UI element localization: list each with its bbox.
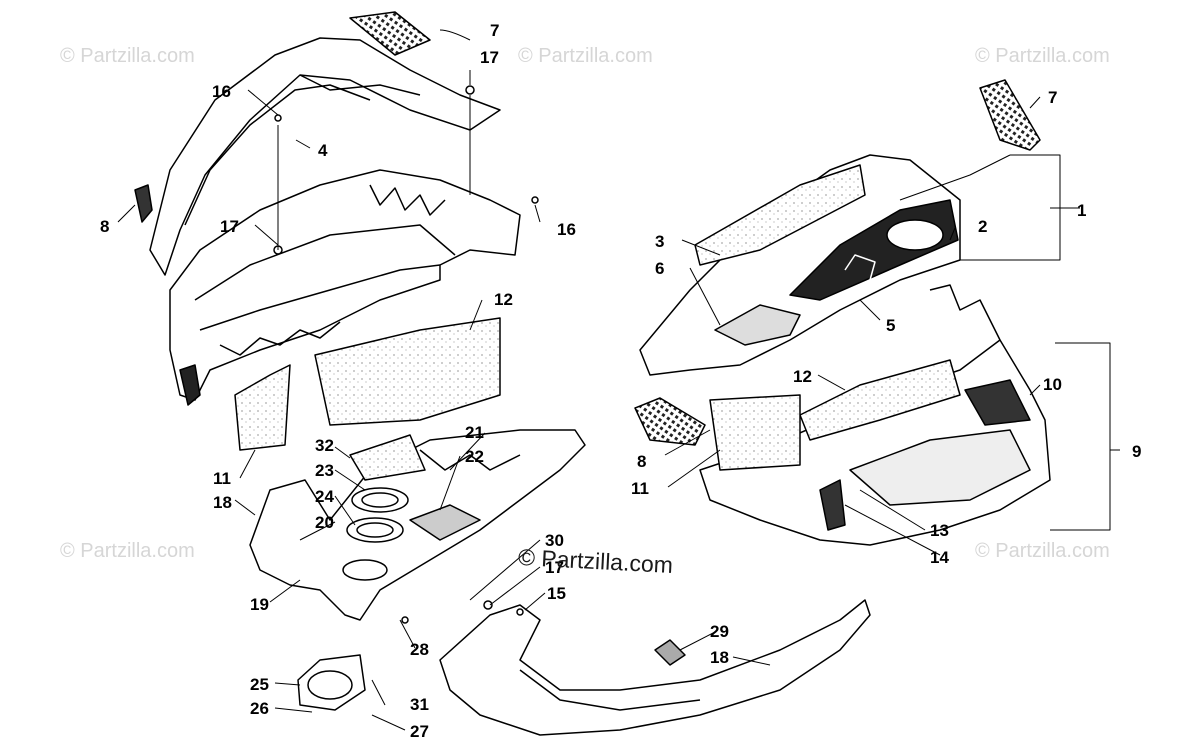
- watermark-top-center: © Partzilla.com: [518, 45, 653, 67]
- callout-8: 8: [637, 452, 646, 471]
- callout-29: 29: [710, 622, 729, 641]
- callout-7: 7: [490, 21, 499, 40]
- callout-10: 10: [1043, 375, 1062, 394]
- callout-24: 24: [315, 487, 334, 506]
- callout-25: 25: [250, 675, 269, 694]
- callout-12: 12: [793, 367, 812, 386]
- callout-3: 3: [655, 232, 664, 251]
- belly-pan-lower: [439, 599, 871, 736]
- callout-18: 18: [213, 493, 232, 512]
- callout-5: 5: [886, 316, 895, 335]
- hood-lower-right: [699, 284, 1051, 546]
- callout-2: 2: [978, 217, 987, 236]
- leader-lines: [117, 29, 1120, 731]
- callout-14: 14: [930, 548, 949, 567]
- callout-9: 9: [1132, 442, 1141, 461]
- belly-pan-left: [249, 429, 586, 711]
- callout-22: 22: [465, 447, 484, 466]
- callout-8: 8: [100, 217, 109, 236]
- callout-15: 15: [547, 584, 566, 603]
- hood-upper-left: [134, 11, 521, 451]
- callout-20: 20: [315, 513, 334, 532]
- callout-4: 4: [318, 141, 328, 160]
- callout-18: 18: [710, 648, 729, 667]
- callout-17: 17: [480, 48, 499, 67]
- callout-19: 19: [250, 595, 269, 614]
- callout-28: 28: [410, 640, 429, 659]
- callout-31: 31: [410, 695, 429, 714]
- callout-16: 16: [557, 220, 576, 239]
- callout-27: 27: [410, 722, 429, 741]
- callout-32: 32: [315, 436, 334, 455]
- callout-30: 30: [545, 531, 564, 550]
- callout-6: 6: [655, 259, 664, 278]
- hood-right: [634, 79, 1041, 446]
- callout-17: 17: [545, 558, 564, 577]
- callout-11: 11: [213, 469, 231, 488]
- callout-23: 23: [315, 461, 334, 480]
- callout-26: 26: [250, 699, 269, 718]
- bracket-group-9: [1050, 342, 1111, 531]
- callout-13: 13: [930, 521, 949, 540]
- watermark-bottom-right: © Partzilla.com: [975, 540, 1110, 562]
- callout-21: 21: [465, 423, 484, 442]
- callout-7: 7: [1048, 88, 1057, 107]
- watermark-top-right: © Partzilla.com: [975, 45, 1110, 67]
- watermark-bottom-left: © Partzilla.com: [60, 540, 195, 562]
- callout-1: 1: [1077, 201, 1086, 220]
- callout-16: 16: [212, 82, 231, 101]
- bracket-group-1: [960, 154, 1061, 261]
- callout-11: 11: [631, 479, 649, 498]
- watermark-top-left: © Partzilla.com: [60, 45, 195, 67]
- callout-labels: 7 17 16 4 8 17 16 12 11 32 23 24 18 20 2…: [100, 21, 1141, 741]
- callout-17: 17: [220, 217, 239, 236]
- callout-12: 12: [494, 290, 513, 309]
